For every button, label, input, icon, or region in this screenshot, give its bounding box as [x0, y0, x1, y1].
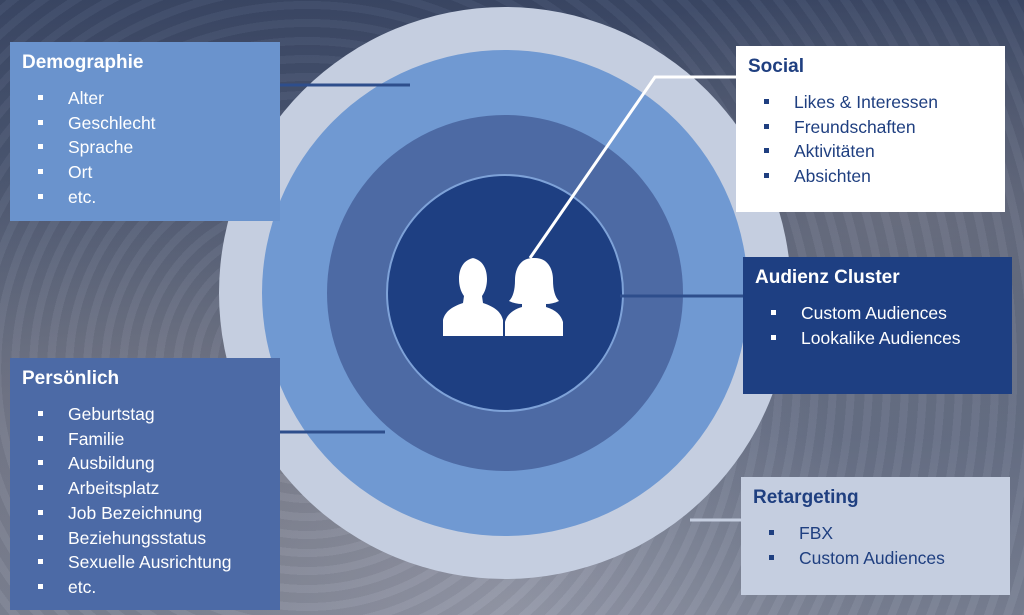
list-item: Ausbildung [36, 451, 268, 476]
box-social: Social Likes & Interessen Freundschaften… [736, 46, 1005, 212]
list-item: Absichten [762, 164, 993, 189]
box-audienz-cluster: Audienz Cluster Custom Audiences Lookali… [743, 257, 1012, 394]
bullet-list: FBX Custom Audiences [753, 521, 998, 570]
list-item: Likes & Interessen [762, 90, 993, 115]
connector-social [528, 75, 738, 259]
list-item: FBX [767, 521, 998, 546]
box-title: Persönlich [22, 368, 120, 389]
list-item: Ort [36, 160, 268, 185]
list-item: Sexuelle Ausrichtung [36, 550, 268, 575]
bullet-list: Likes & Interessen Freundschaften Aktivi… [748, 90, 993, 189]
list-item: Freundschaften [762, 115, 993, 140]
list-item: Alter [36, 86, 268, 111]
list-item: Sprache [36, 135, 268, 160]
box-title: Audienz Cluster [755, 267, 900, 288]
list-item: etc. [36, 575, 268, 600]
list-item: etc. [36, 185, 268, 210]
box-retargeting: Retargeting FBX Custom Audiences [741, 477, 1010, 595]
list-item: Beziehungsstatus [36, 526, 268, 551]
box-title: Social [748, 56, 804, 77]
bullet-list: Custom Audiences Lookalike Audiences [755, 301, 1000, 350]
list-item: Familie [36, 427, 268, 452]
box-title: Demographie [22, 52, 144, 73]
bullet-list: Alter Geschlecht Sprache Ort etc. [22, 86, 268, 210]
bullet-list: Geburtstag Familie Ausbildung Arbeitspla… [22, 402, 268, 600]
list-item: Custom Audiences [767, 546, 998, 571]
list-item: Arbeitsplatz [36, 476, 268, 501]
users-icon [443, 258, 563, 336]
box-persoenlich: Persönlich Geburtstag Familie Ausbildung… [10, 358, 280, 610]
box-demographie: Demographie Alter Geschlecht Sprache Ort… [10, 42, 280, 221]
list-item: Custom Audiences [769, 301, 1000, 326]
list-item: Job Bezeichnung [36, 501, 268, 526]
list-item: Geburtstag [36, 402, 268, 427]
list-item: Aktivitäten [762, 139, 993, 164]
list-item: Geschlecht [36, 111, 268, 136]
list-item: Lookalike Audiences [769, 326, 1000, 351]
ring-inner [386, 174, 624, 412]
box-title: Retargeting [753, 487, 859, 508]
